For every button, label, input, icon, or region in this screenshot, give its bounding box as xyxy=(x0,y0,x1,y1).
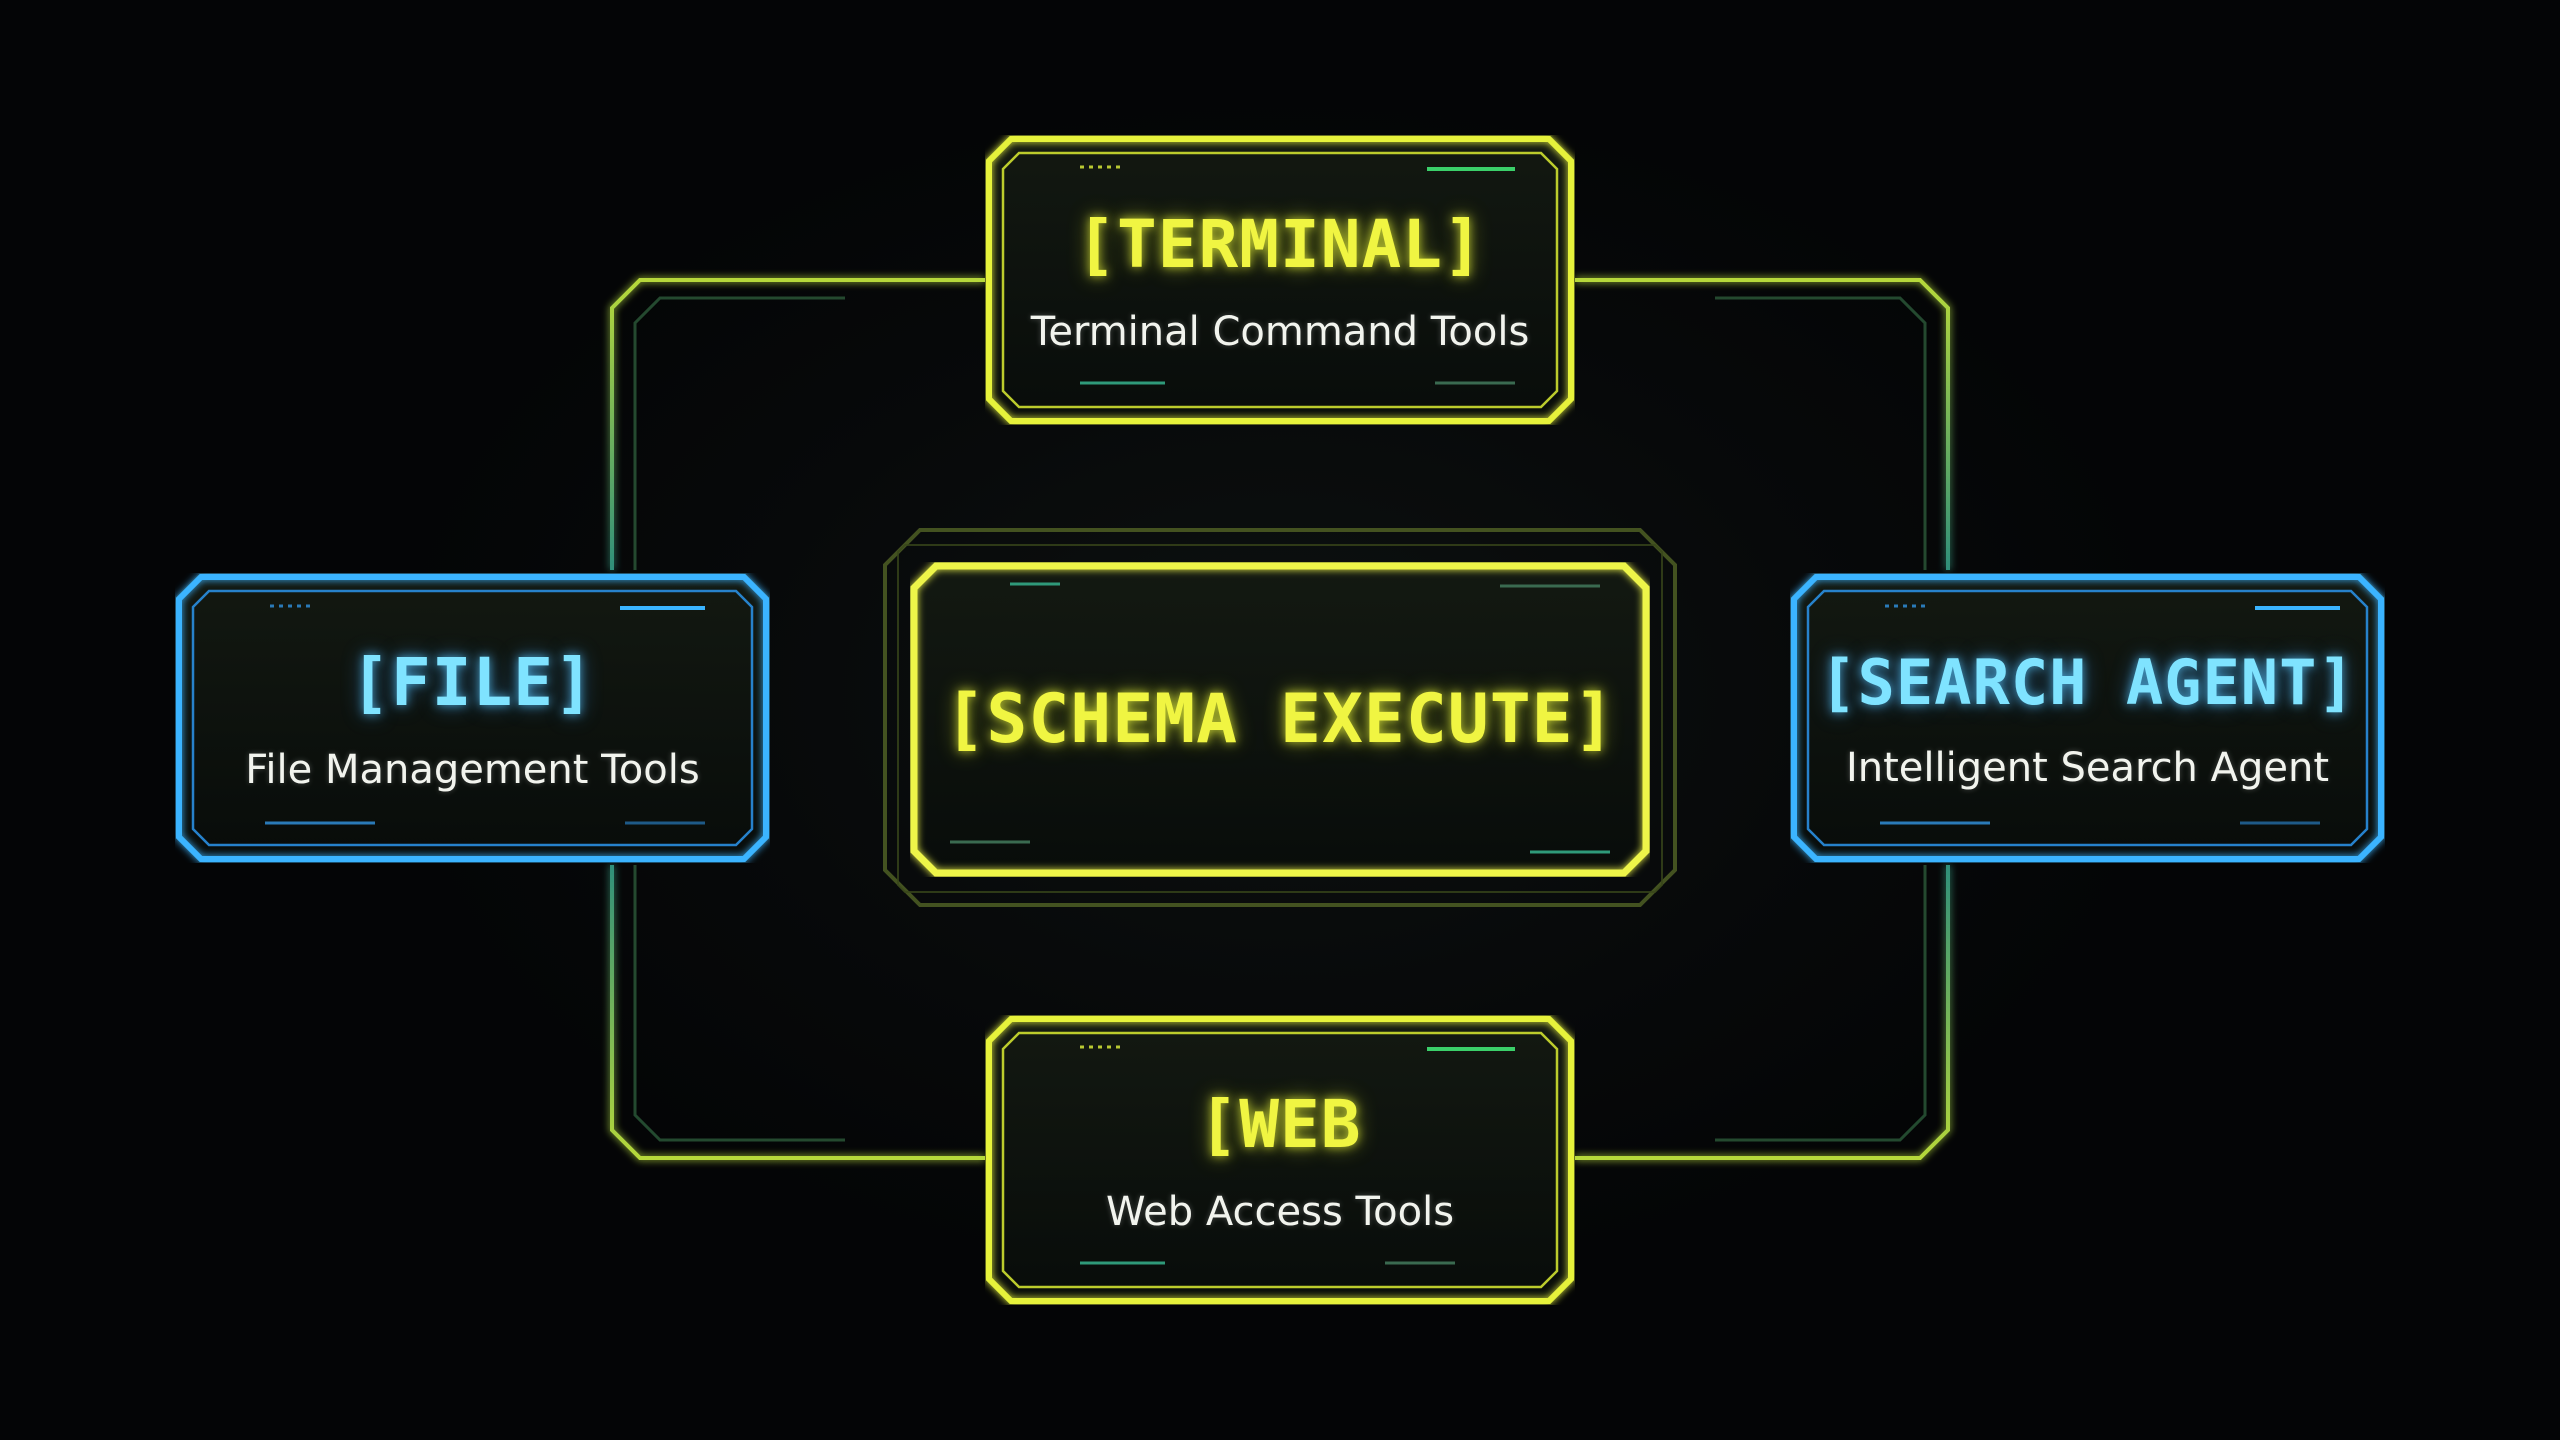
node-file-subtitle: File Management Tools xyxy=(245,746,700,793)
link-web-search-inner xyxy=(1715,865,1927,1142)
node-web: [WEB Web Access Tools xyxy=(985,1015,1575,1305)
link-terminal-search-outer xyxy=(1575,278,1950,570)
link-terminal-file-inner xyxy=(633,296,845,570)
node-terminal: [TERMINAL] Terminal Command Tools xyxy=(985,135,1575,425)
node-search-agent: [SEARCH AGENT] Intelligent Search Agent xyxy=(1790,573,2385,863)
node-file-title: [FILE] xyxy=(350,643,595,721)
node-schema-execute: [SCHEMA EXECUTE] xyxy=(910,562,1650,877)
node-search-agent-title: [SEARCH AGENT] xyxy=(1819,645,2356,719)
link-web-search-outer xyxy=(1575,865,1950,1160)
node-schema-execute-title: [SCHEMA EXECUTE] xyxy=(944,680,1616,759)
node-terminal-subtitle: Terminal Command Tools xyxy=(1030,308,1530,355)
link-web-file-inner xyxy=(633,865,845,1142)
center-outer-frame xyxy=(883,528,1677,907)
node-file: [FILE] File Management Tools xyxy=(175,573,770,863)
node-search-agent-subtitle: Intelligent Search Agent xyxy=(1845,744,2330,791)
node-terminal-title: [TERMINAL] xyxy=(1076,205,1484,283)
node-web-title: [WEB xyxy=(1198,1085,1362,1163)
link-terminal-file-outer xyxy=(610,278,985,570)
center-outer-frame-2 xyxy=(897,544,1663,893)
node-web-subtitle: Web Access Tools xyxy=(1105,1188,1455,1235)
link-terminal-search-inner xyxy=(1715,296,1927,570)
link-web-file-outer xyxy=(610,865,985,1160)
